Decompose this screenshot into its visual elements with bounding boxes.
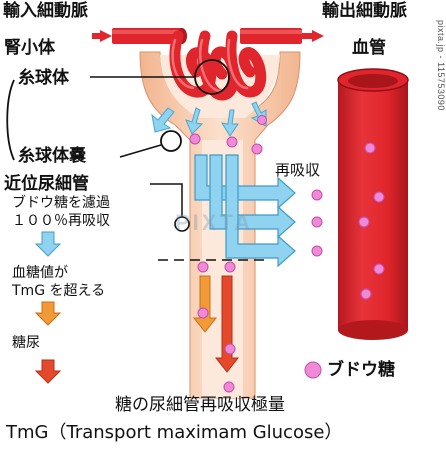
bracket bbox=[6, 79, 15, 161]
label-legend-glucose: ブドウ糖 bbox=[327, 360, 395, 380]
excretion-arrows bbox=[192, 275, 240, 373]
label-proximal-tubule: 近位尿細管 bbox=[4, 174, 89, 194]
glucose-particles bbox=[189, 115, 323, 393]
label-kidney-body: 腎小体 bbox=[4, 38, 55, 58]
label-bowman: 糸球体嚢 bbox=[18, 146, 86, 166]
label-afferent: 輸入細動脈 bbox=[3, 1, 88, 21]
label-filter-line1: ブドウ糖を濾過 bbox=[12, 195, 110, 211]
blood-vessel bbox=[337, 68, 409, 340]
glomerulus-loops bbox=[169, 30, 267, 101]
bowman-marker bbox=[160, 130, 182, 152]
label-glycosuria: 糖尿 bbox=[12, 335, 40, 351]
legend-arrows bbox=[34, 231, 62, 384]
efferent-arteriole bbox=[240, 28, 302, 44]
label-reabsorb: 再吸収 bbox=[275, 161, 321, 179]
label-exceed-line1: 血糖値が bbox=[12, 265, 68, 281]
watermark-logo: PIXTA bbox=[175, 210, 254, 235]
label-efferent: 輸出細動脈 bbox=[322, 1, 407, 21]
watermark-side: pixta.jp - 115753090 bbox=[436, 20, 446, 111]
title-english: TmG（Transport maximam Glucose） bbox=[6, 422, 343, 443]
label-blood-vessel: 血管 bbox=[352, 38, 386, 58]
flow-arrows bbox=[92, 30, 324, 42]
leader-lines bbox=[90, 76, 195, 217]
label-glomerulus: 糸球体 bbox=[18, 68, 69, 88]
legend-glucose-dot bbox=[304, 361, 322, 379]
label-filter-line2: １００％再吸収 bbox=[12, 213, 110, 229]
title-japanese: 糖の尿細管再吸収極量 bbox=[115, 395, 285, 415]
label-exceed-line2: TmG を超える bbox=[12, 283, 106, 299]
reabsorption-arrows bbox=[194, 154, 296, 268]
